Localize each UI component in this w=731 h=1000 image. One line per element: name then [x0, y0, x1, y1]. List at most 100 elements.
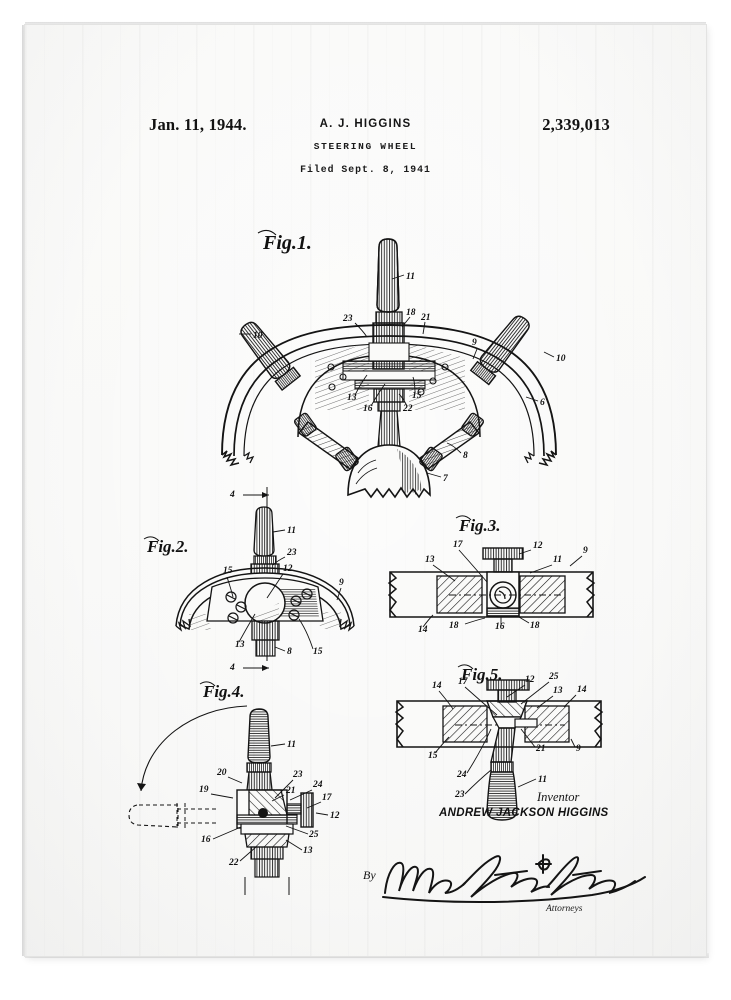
svg-text:11: 11 [287, 526, 296, 536]
svg-text:17: 17 [453, 540, 464, 550]
svg-text:7: 7 [443, 474, 449, 484]
patent-paper: Jan. 11, 1944. A. J. HIGGINS STEERING WH… [25, 25, 706, 956]
svg-text:12: 12 [533, 541, 543, 551]
attorney-signature [377, 845, 657, 912]
figure-5-caption: Fig.5. [460, 665, 503, 684]
svg-text:4: 4 [229, 663, 235, 673]
svg-text:15: 15 [412, 391, 422, 401]
svg-text:4: 4 [229, 490, 235, 500]
svg-text:11: 11 [287, 740, 296, 750]
svg-text:10: 10 [556, 354, 566, 364]
svg-text:13: 13 [235, 640, 245, 650]
svg-text:21: 21 [420, 313, 431, 323]
svg-text:22: 22 [228, 858, 239, 868]
fig2-section-marker-bottom: 4 [229, 663, 269, 673]
svg-text:9: 9 [583, 546, 588, 556]
svg-text:23: 23 [342, 314, 353, 324]
figure-4-caption: Fig.4. [202, 682, 245, 701]
figure-4: Fig.4. [128, 681, 340, 895]
svg-text:9: 9 [472, 338, 477, 348]
fig3-reference-numbers: 17 12 13 11 9 14 18 16 1 [418, 540, 588, 635]
svg-text:23: 23 [286, 548, 297, 558]
svg-text:21: 21 [285, 786, 296, 796]
svg-text:16: 16 [495, 622, 505, 632]
fig4-thumbscrew [286, 792, 314, 828]
svg-text:23: 23 [292, 770, 303, 780]
svg-text:13: 13 [347, 393, 357, 403]
svg-text:12: 12 [525, 675, 535, 685]
svg-text:15: 15 [223, 566, 233, 576]
svg-text:18: 18 [530, 621, 540, 631]
svg-text:20: 20 [216, 768, 227, 778]
fig2-lower-stem [251, 620, 280, 657]
fig1-handle-upper-right [469, 315, 530, 386]
svg-text:16: 16 [363, 404, 373, 414]
svg-text:13: 13 [425, 555, 435, 565]
figure-3-caption: Fig.3. [458, 516, 501, 535]
frame-bevel-top [25, 22, 706, 27]
svg-text:14: 14 [432, 681, 442, 691]
svg-text:18: 18 [449, 621, 459, 631]
attorneys-label: Attorneys [546, 904, 583, 914]
svg-text:24: 24 [456, 770, 467, 780]
fig2-section-marker-top: 4 [229, 490, 269, 500]
fig3-thumbscrew [482, 547, 524, 573]
svg-text:25: 25 [308, 830, 319, 840]
svg-text:9: 9 [576, 744, 581, 754]
svg-text:16: 16 [201, 835, 211, 845]
svg-text:17: 17 [322, 793, 333, 803]
svg-text:6: 6 [540, 398, 545, 408]
fig3-bolt-housing [449, 571, 561, 617]
patent-filed-date: Filed Sept. 8, 1941 [300, 164, 431, 175]
by-label: By [363, 868, 376, 882]
svg-text:15: 15 [428, 751, 438, 761]
svg-text:10: 10 [253, 331, 263, 341]
fig4-folded-handle-dashed [128, 803, 219, 829]
figure-3: Fig.3. [387, 515, 596, 635]
svg-text:14: 14 [418, 625, 428, 635]
fig5-lower-handle [486, 771, 518, 821]
patent-date: Jan. 11, 1944. [149, 115, 247, 134]
fig5-reference-numbers: 17 12 25 13 14 14 15 24 [428, 672, 587, 800]
svg-text:12: 12 [283, 564, 293, 574]
fig4-swing-arc [137, 705, 248, 792]
fig4-handle [246, 708, 273, 791]
fig1-handle-upper-left [240, 321, 302, 391]
fig2-screws [225, 588, 313, 624]
fig5-lock-wedge [485, 700, 538, 773]
svg-text:21: 21 [535, 744, 546, 754]
fig5-thumbscrew [486, 679, 530, 703]
figure-2: Fig.2. 4 4 [143, 487, 355, 673]
svg-text:19: 19 [199, 785, 209, 795]
svg-text:22: 22 [402, 404, 413, 414]
svg-text:24: 24 [312, 780, 323, 790]
fig2-reference-numbers: 11 23 12 15 9 13 8 15 [223, 526, 344, 657]
svg-text:14: 14 [577, 685, 587, 695]
svg-text:11: 11 [406, 272, 415, 282]
svg-text:11: 11 [553, 555, 562, 565]
svg-text:23: 23 [454, 790, 465, 800]
patent-header: Jan. 11, 1944. A. J. HIGGINS STEERING WH… [25, 25, 706, 175]
svg-text:9: 9 [339, 578, 344, 588]
svg-text:17: 17 [458, 677, 469, 687]
inventor-name: ANDREW JACKSON HIGGINS [439, 807, 609, 819]
fig4-reference-numbers: 11 23 20 21 19 24 17 12 [199, 740, 340, 868]
svg-text:8: 8 [287, 647, 292, 657]
svg-text:11: 11 [538, 775, 547, 785]
figure-1-caption: Fig.1. [262, 232, 312, 254]
fig2-center-disc [244, 582, 286, 624]
svg-text:12: 12 [330, 811, 340, 821]
figure-1: Fig.1. [221, 229, 566, 499]
patent-drawing-area: Fig.1. [25, 25, 706, 956]
svg-text:13: 13 [303, 846, 313, 856]
patent-inventor-initials: A. J. HIGGINS [319, 118, 412, 130]
svg-text:15: 15 [313, 647, 323, 657]
svg-text:8: 8 [463, 451, 468, 461]
fig1-spoke-lower-right [419, 412, 485, 472]
figure-5: Fig.5. [394, 664, 604, 821]
fig1-reference-numbers: 11 23 18 21 10 10 9 6 13 [239, 272, 566, 484]
patent-number: 2,339,013 [542, 115, 610, 134]
svg-text:18: 18 [406, 308, 416, 318]
inventor-label: Inventor [537, 790, 580, 804]
